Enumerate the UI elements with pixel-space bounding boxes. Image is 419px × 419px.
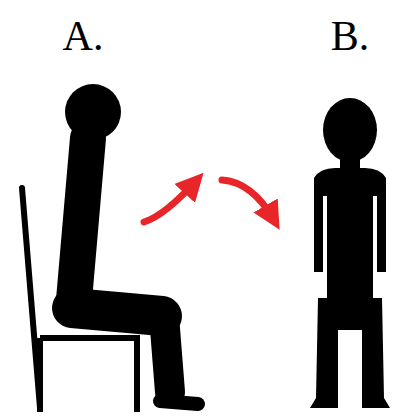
front-figure <box>310 98 390 408</box>
side-figure <box>22 84 198 412</box>
flow-arrow <box>144 180 274 222</box>
foot <box>160 401 198 404</box>
shin <box>164 316 170 392</box>
torso <box>74 138 88 300</box>
chair-leg <box>134 338 140 412</box>
arrow-stroke <box>144 181 196 222</box>
arrow-stroke <box>222 180 274 220</box>
thigh <box>72 308 162 316</box>
torso-arms <box>314 168 386 300</box>
chair-seat <box>40 335 140 341</box>
chair-leg <box>37 338 43 412</box>
figure-label: A. <box>22 12 144 60</box>
legs <box>310 298 390 408</box>
figure-label: B. <box>280 12 419 60</box>
seated-person: A. <box>22 12 144 410</box>
seated-person: B. <box>280 12 419 410</box>
head <box>323 98 377 162</box>
